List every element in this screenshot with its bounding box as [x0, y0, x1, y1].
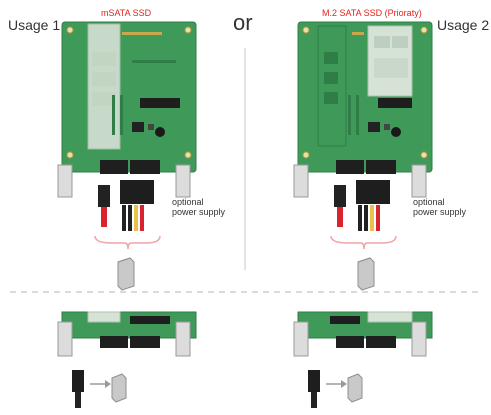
left-adapter-board: [61, 21, 197, 174]
right-adapter-board: [297, 21, 433, 174]
right-bracket-l: [293, 164, 309, 198]
left-bracket-r: [175, 164, 191, 198]
right-board-side-view: [293, 311, 433, 357]
m2-socket: [378, 98, 412, 108]
right-sata-power-port: [366, 160, 396, 174]
msata-socket: [140, 98, 180, 108]
usage-1-label: Usage 1: [8, 17, 61, 33]
left-bracket-l: [57, 164, 73, 198]
msata-ssd-label: mSATA SSD: [101, 8, 152, 18]
left-sata-power-port: [130, 160, 160, 174]
left-target-device: [117, 257, 135, 291]
m2-sata-ssd-label: M.2 SATA SSD (Prioraty): [322, 8, 422, 18]
left-sata-data-port: [100, 160, 128, 174]
right-brace: [330, 235, 397, 250]
right-bottom-arrow: [326, 380, 347, 388]
left-bottom-arrow: [90, 380, 111, 388]
optional-power-right-line1: optional: [413, 197, 445, 207]
left-bottom-device: [111, 373, 127, 403]
right-bracket-r: [411, 164, 427, 198]
optional-power-left-line2: power supply: [172, 207, 226, 217]
right-bottom-device: [347, 373, 363, 403]
left-bottom-cable: [72, 370, 84, 408]
right-target-device: [357, 257, 375, 291]
left-brace: [94, 235, 161, 250]
left-cables: [98, 180, 154, 231]
right-bottom-cable: [308, 370, 320, 408]
optional-power-left-line1: optional: [172, 197, 204, 207]
right-sata-data-port: [336, 160, 364, 174]
left-board-side-view: [57, 311, 197, 357]
right-cables: [334, 180, 390, 231]
usage-2-label: Usage 2: [437, 17, 490, 33]
msata-ssd-module: [87, 23, 121, 150]
optional-power-right-line2: power supply: [413, 207, 467, 217]
or-label: or: [233, 10, 253, 35]
